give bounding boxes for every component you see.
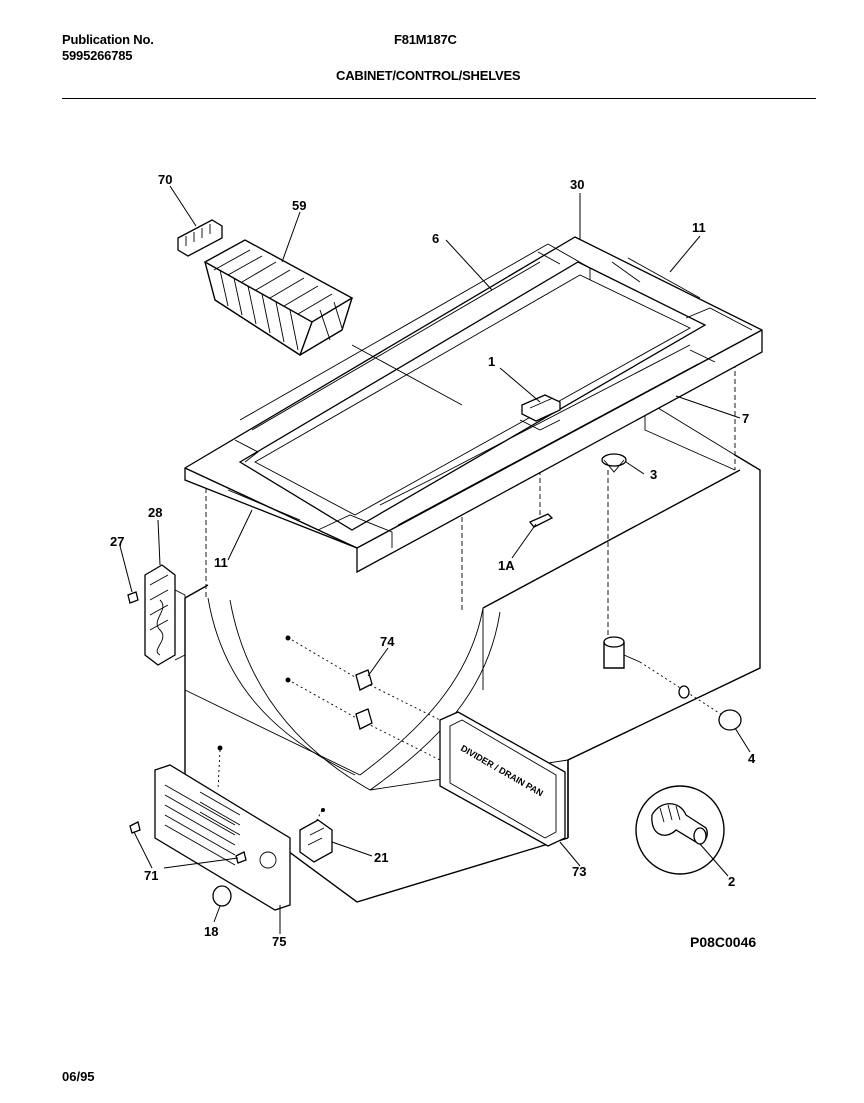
part-label-1: 1 [488,354,495,369]
part-label-11-bottom: 11 [214,555,228,570]
part-label-11-top: 11 [692,220,706,235]
divider-drain-pan: DIVIDER / DRAIN PAN [439,711,566,847]
part-label-70: 70 [158,172,172,187]
header-rule [62,98,816,99]
lid-hinge [144,564,186,666]
drain-tube [603,636,641,669]
drain-plug [601,453,627,467]
footer-date: 06/95 [62,1069,95,1084]
divider-clip [355,669,373,691]
model-number: F81M187C [394,32,457,47]
part-label-2: 2 [728,874,735,889]
part-label-30: 30 [570,177,584,192]
screw-hole [285,677,291,683]
grille-screw [129,821,141,834]
part-label-75: 75 [272,934,286,949]
publication-label: Publication No. [62,32,154,47]
part-label-7: 7 [742,411,749,426]
screw-hole [285,635,291,641]
drain-cap [718,709,742,731]
grille-plug [212,885,232,907]
wire-basket [203,239,354,357]
divider-clip [355,708,373,730]
part-label-27: 27 [110,534,124,549]
part-label-4: 4 [748,751,756,766]
part-label-6: 6 [432,231,439,246]
basket-divider [177,219,223,257]
part-label-71: 71 [144,868,158,883]
grille-screw [235,851,247,864]
publication-number: 5995266785 [62,48,133,63]
drain-fitting-detail [635,785,725,875]
diagram-code: P08C0046 [690,934,756,950]
thermostat-clip [528,513,554,528]
machine-compartment-grille [154,764,291,911]
part-label-3: 3 [650,467,657,482]
section-title: CABINET/CONTROL/SHELVES [336,68,521,83]
top-flange-assembly [184,236,763,574]
part-label-74: 74 [380,634,395,649]
part-label-28: 28 [148,505,162,520]
part-label-21: 21 [374,850,388,865]
control-knob [519,394,561,431]
power-switch [299,819,333,863]
drain-washer [678,685,690,699]
hinge-screw [127,591,139,604]
part-label-59: 59 [292,198,306,213]
leader-lines [119,185,751,934]
part-label-1a: 1A [498,558,515,573]
part-label-18: 18 [204,924,218,939]
basket-hanging-line [351,344,463,406]
part-label-73: 73 [572,864,586,879]
